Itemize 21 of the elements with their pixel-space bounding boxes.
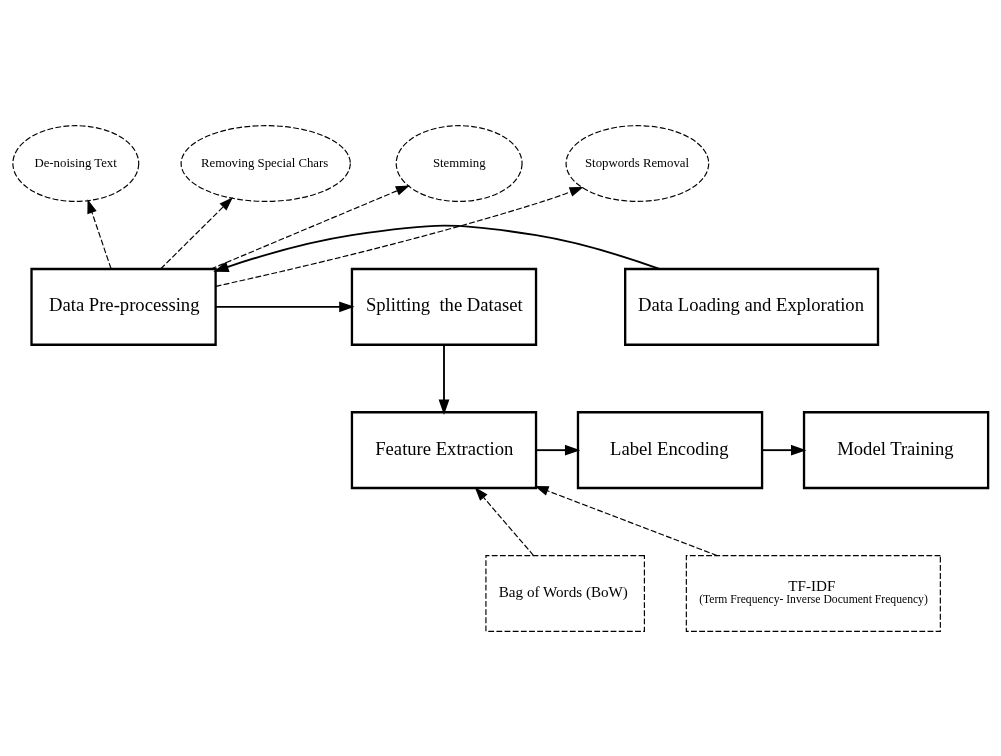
arrow xyxy=(210,184,410,270)
arrow xyxy=(160,196,233,269)
arrow xyxy=(474,486,535,556)
arrow xyxy=(214,300,355,312)
arrow xyxy=(213,224,661,272)
node-box: Splitting the Dataset xyxy=(350,267,538,346)
node-box: Model Training xyxy=(802,410,990,489)
arrow xyxy=(534,485,718,556)
arrow xyxy=(535,444,581,456)
node-box: Bag of Words (BoW) xyxy=(485,554,645,632)
arrow xyxy=(215,186,584,287)
arrow xyxy=(438,343,450,415)
node-box: Feature Extraction xyxy=(350,410,538,489)
node-box: Data Pre-processing xyxy=(30,267,217,346)
node-ellipse: De-noising Text xyxy=(12,124,140,202)
arrow xyxy=(761,444,807,456)
arrow xyxy=(87,198,112,269)
node-box: TF-IDF (Term Frequency- Inverse Document Frequency) xyxy=(685,554,941,632)
node-box: Label Encoding xyxy=(576,410,764,489)
node-ellipse: Removing Special Chars xyxy=(180,124,351,202)
node-box: Data Loading and Exploration xyxy=(624,267,880,346)
